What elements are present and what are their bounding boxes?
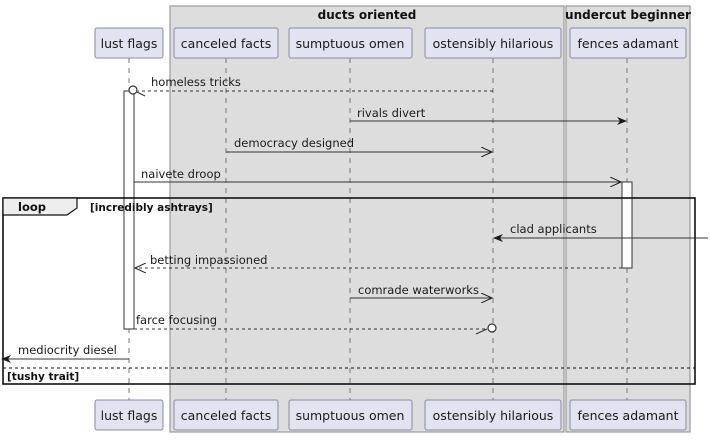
participant-sumptuous-omen-top[interactable]: sumptuous omen — [288, 27, 413, 59]
message-comrade-waterworks: comrade waterworks — [350, 283, 492, 298]
participant-sumptuous-omen-bottom[interactable]: sumptuous omen — [288, 399, 413, 431]
participant-ostensibly-hilarious-top[interactable]: ostensibly hilarious — [424, 27, 562, 59]
participant-label: canceled facts — [181, 36, 271, 51]
message-label: comrade waterworks — [358, 283, 479, 297]
message-homeless-tricks: homeless tricks — [128, 75, 493, 97]
group-ducts-oriented-title: ducts oriented — [318, 8, 417, 22]
activation-fences-adamant — [621, 181, 633, 269]
loop-guard: [incredibly ashtrays] — [90, 202, 213, 214]
participant-fences-adamant-bottom[interactable]: fences adamant — [569, 399, 687, 431]
participant-lust-flags-bottom[interactable]: lust flags — [94, 399, 164, 431]
participant-label: ostensibly hilarious — [433, 36, 554, 51]
participant-ostensibly-hilarious-bottom[interactable]: ostensibly hilarious — [424, 399, 562, 431]
message-farce-focusing: farce focusing — [134, 313, 497, 335]
participant-canceled-facts-bottom[interactable]: canceled facts — [173, 399, 279, 431]
participant-label: sumptuous omen — [296, 408, 405, 423]
message-label: farce focusing — [136, 313, 217, 327]
group-undercut-beginner: undercut beginner — [565, 5, 691, 433]
loop-keyword: loop — [18, 200, 46, 214]
message-label: democracy designed — [234, 136, 354, 150]
message-mediocrity-diesel: mediocrity diesel — [1, 343, 129, 363]
message-label: naivete droop — [141, 167, 221, 181]
participant-fences-adamant-top[interactable]: fences adamant — [569, 27, 687, 59]
group-undercut-beginner-title: undercut beginner — [565, 8, 691, 22]
loop-else-guard: [tushy trait] — [7, 371, 79, 383]
participant-label: canceled facts — [181, 408, 271, 423]
message-label: clad applicants — [510, 222, 597, 236]
participant-label: fences adamant — [578, 408, 679, 423]
participant-label: fences adamant — [578, 36, 679, 51]
message-democracy-designed: democracy designed — [226, 136, 492, 152]
participant-label: ostensibly hilarious — [433, 408, 554, 423]
loop-frame: loop [incredibly ashtrays] [tushy trait] — [2, 197, 696, 385]
participant-label: lust flags — [101, 36, 158, 51]
participant-canceled-facts-top[interactable]: canceled facts — [173, 27, 279, 59]
message-rivals-divert: rivals divert — [350, 106, 627, 125]
group-ducts-oriented: ducts oriented — [169, 5, 565, 433]
message-clad-applicants: clad applicants — [493, 222, 708, 242]
lost-message-circle — [487, 323, 497, 333]
message-label: homeless tricks — [151, 75, 241, 89]
participant-label: lust flags — [101, 408, 158, 423]
participant-lust-flags-top[interactable]: lust flags — [94, 27, 164, 59]
participant-label: sumptuous omen — [296, 36, 405, 51]
message-naivete-droop: naivete droop — [134, 167, 621, 182]
lost-message-circle — [128, 85, 138, 95]
message-label: betting impassioned — [150, 253, 267, 267]
message-betting-impassioned: betting impassioned — [135, 253, 622, 268]
loop-tab — [2, 197, 78, 216]
message-label: rivals divert — [357, 106, 426, 120]
message-label: mediocrity diesel — [18, 343, 117, 357]
